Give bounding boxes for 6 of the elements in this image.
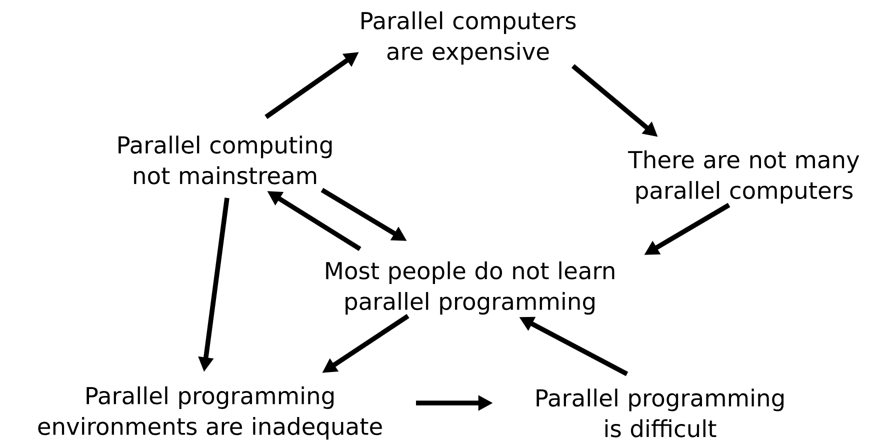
node-text: Parallel programming is difficult <box>536 388 784 438</box>
node-text: There are not many parallel computers <box>628 150 860 204</box>
node-text: Parallel computers are expensive <box>362 11 576 65</box>
node-text: Parallel programming environments are inadequate <box>38 386 382 440</box>
node-text: Parallel computing not mainstream <box>118 136 332 184</box>
node-text: Most people do not learn parallel programming <box>326 261 614 315</box>
